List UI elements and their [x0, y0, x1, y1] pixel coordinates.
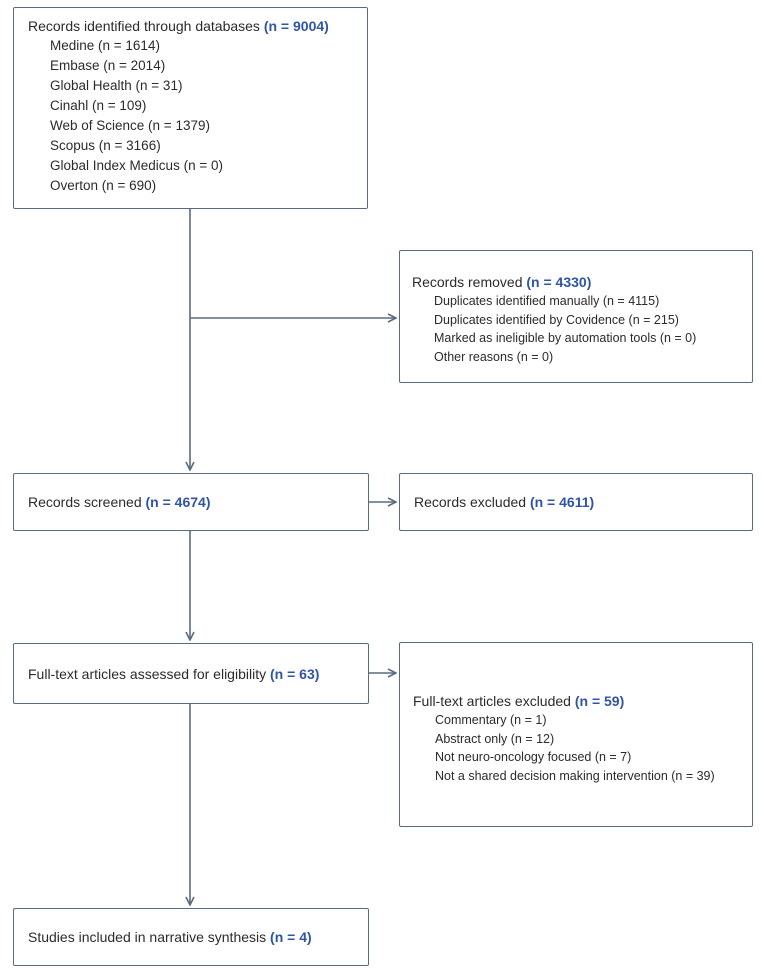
exclusion-reason-list: Commentary (n = 1) Abstract only (n = 12… [413, 711, 752, 785]
fulltext-assessed-count: (n = 63) [269, 665, 320, 682]
source-item: Overton (n = 690) [50, 178, 157, 193]
source-item: Medine (n = 1614) [50, 38, 160, 53]
fulltext-excluded-title: Full-text articles excluded [413, 693, 571, 709]
fulltext-excluded-count: (n = 59) [574, 693, 625, 709]
removal-reason-list: Duplicates identified manually (n = 4115… [412, 292, 752, 366]
records-excluded-heading: Records excluded (n = 4611) [414, 492, 594, 512]
studies-included-title: Studies included in narrative synthesis [28, 929, 267, 945]
records-identified-heading: Records identified through databases (n … [28, 16, 367, 36]
removal-reason: Duplicates identified manually (n = 4115… [434, 294, 660, 308]
exclusion-reason: Not neuro-oncology focused (n = 7) [435, 750, 632, 764]
studies-included-count: (n = 4) [270, 929, 312, 945]
studies-included-box: Studies included in narrative synthesis … [13, 908, 369, 966]
records-excluded-box: Records excluded (n = 4611) [399, 473, 753, 531]
records-excluded-title: Records excluded [414, 494, 527, 510]
records-excluded-count: (n = 4611) [529, 494, 595, 510]
fulltext-assessed-title: Full-text articles assessed for eligibil… [28, 665, 267, 682]
source-item: Embase (n = 2014) [50, 58, 166, 73]
records-removed-title: Records removed [412, 274, 523, 290]
source-item: Scopus (n = 3166) [50, 138, 161, 153]
records-removed-count: (n = 4330) [526, 274, 592, 290]
exclusion-reason: Abstract only (n = 12) [435, 731, 555, 746]
fulltext-assessed-box: Full-text articles assessed for eligibil… [13, 643, 369, 704]
database-source-list: Medine (n = 1614) Embase (n = 2014) Glob… [28, 36, 367, 196]
removal-reason: Marked as ineligible by automation tools… [434, 331, 697, 345]
source-item: Global Index Medicus (n = 0) [50, 158, 223, 173]
records-identified-count: (n = 9004) [263, 18, 329, 34]
records-removed-box: Records removed (n = 4330) Duplicates id… [399, 250, 753, 383]
exclusion-reason: Commentary (n = 1) [435, 713, 547, 727]
records-identified-title: Records identified through databases [28, 18, 260, 34]
records-screened-title: Records screened [28, 494, 142, 510]
records-screened-box: Records screened (n = 4674) [13, 473, 369, 531]
removal-reason: Other reasons (n = 0) [434, 349, 554, 364]
fulltext-assessed-heading: Full-text articles assessed for eligibil… [28, 664, 319, 684]
source-item: Global Health (n = 31) [50, 78, 183, 93]
removal-reason: Duplicates identified by Covidence (n = … [434, 312, 679, 327]
records-removed-heading: Records removed (n = 4330) [412, 272, 752, 292]
source-item: Cinahl (n = 109) [50, 98, 147, 113]
records-screened-count: (n = 4674) [145, 494, 211, 510]
records-identified-box: Records identified through databases (n … [13, 7, 368, 209]
studies-included-heading: Studies included in narrative synthesis … [28, 927, 312, 947]
exclusion-reason: Not a shared decision making interventio… [435, 768, 715, 783]
source-item: Web of Science (n = 1379) [50, 118, 210, 133]
fulltext-excluded-heading: Full-text articles excluded (n = 59) [413, 691, 752, 711]
fulltext-excluded-box: Full-text articles excluded (n = 59) Com… [399, 642, 753, 827]
records-screened-heading: Records screened (n = 4674) [28, 492, 211, 512]
